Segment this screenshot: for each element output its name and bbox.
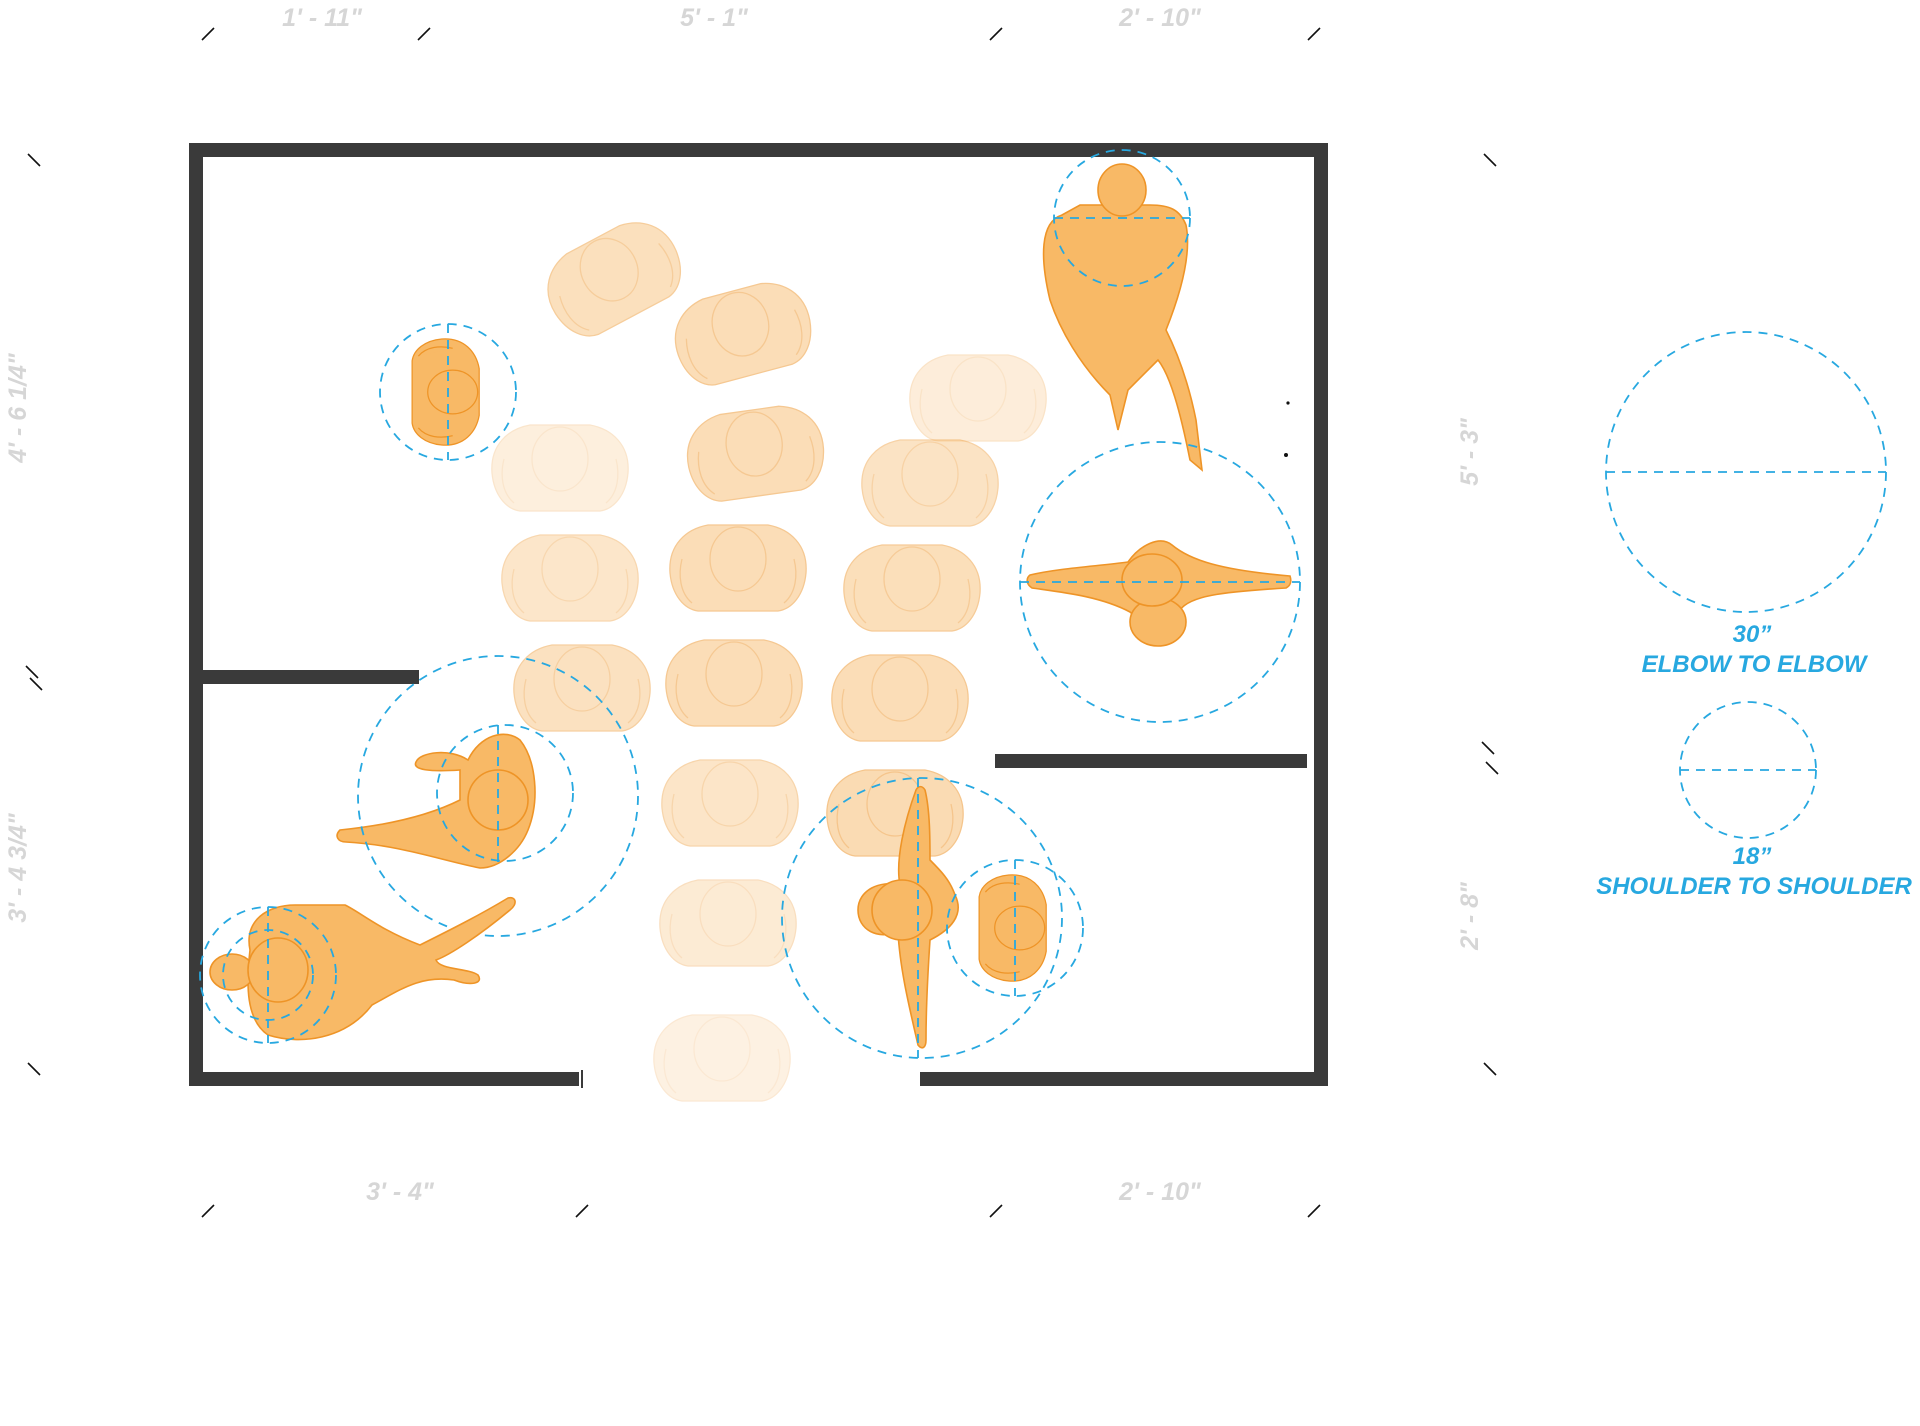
legend-shoulder-to-shoulder: 18” SHOULDER TO SHOULDER	[1596, 701, 1912, 900]
figure-bottom-left	[199, 896, 516, 1044]
legend-large-circle	[1605, 331, 1887, 613]
figure-arms-out-right	[1019, 441, 1301, 723]
legend-large-value: 30”	[1733, 621, 1772, 648]
figure-bottom-middle-turned	[781, 777, 1063, 1059]
figure-bottom-right-small	[946, 859, 1084, 997]
legend-elbow-to-elbow: 30” ELBOW TO ELBOW	[1605, 331, 1887, 678]
dim-top-3: 2' - 10"	[1118, 4, 1202, 32]
legend-small-label: SHOULDER TO SHOULDER	[1596, 873, 1912, 900]
ghost-figures	[491, 207, 1047, 1102]
figure-left-middle	[336, 655, 639, 937]
dim-bottom-1: 3' - 4"	[366, 1178, 435, 1206]
dim-left-2: 3' - 4 3/4"	[4, 812, 32, 923]
dim-left-1: 4' - 6 1/4"	[4, 352, 32, 464]
dim-top-2: 5' - 1"	[680, 4, 749, 32]
dim-bottom-2: 2' - 10"	[1118, 1178, 1202, 1206]
walls	[189, 143, 1328, 1088]
dim-right-2: 2' - 8"	[1456, 881, 1484, 951]
legend-large-label: ELBOW TO ELBOW	[1642, 651, 1869, 678]
figure-top-right	[1042, 149, 1204, 472]
legend-small-value: 18”	[1733, 843, 1772, 870]
dimension-labels: 1' - 11" 5' - 1" 2' - 10" 3' - 4" 2' - 1…	[4, 4, 1484, 1206]
dimension-ticks	[25, 27, 1499, 1218]
figure-upper-left	[379, 323, 517, 461]
dim-right-1: 5' - 3"	[1456, 417, 1484, 486]
dim-top-1: 1' - 11"	[282, 4, 363, 32]
